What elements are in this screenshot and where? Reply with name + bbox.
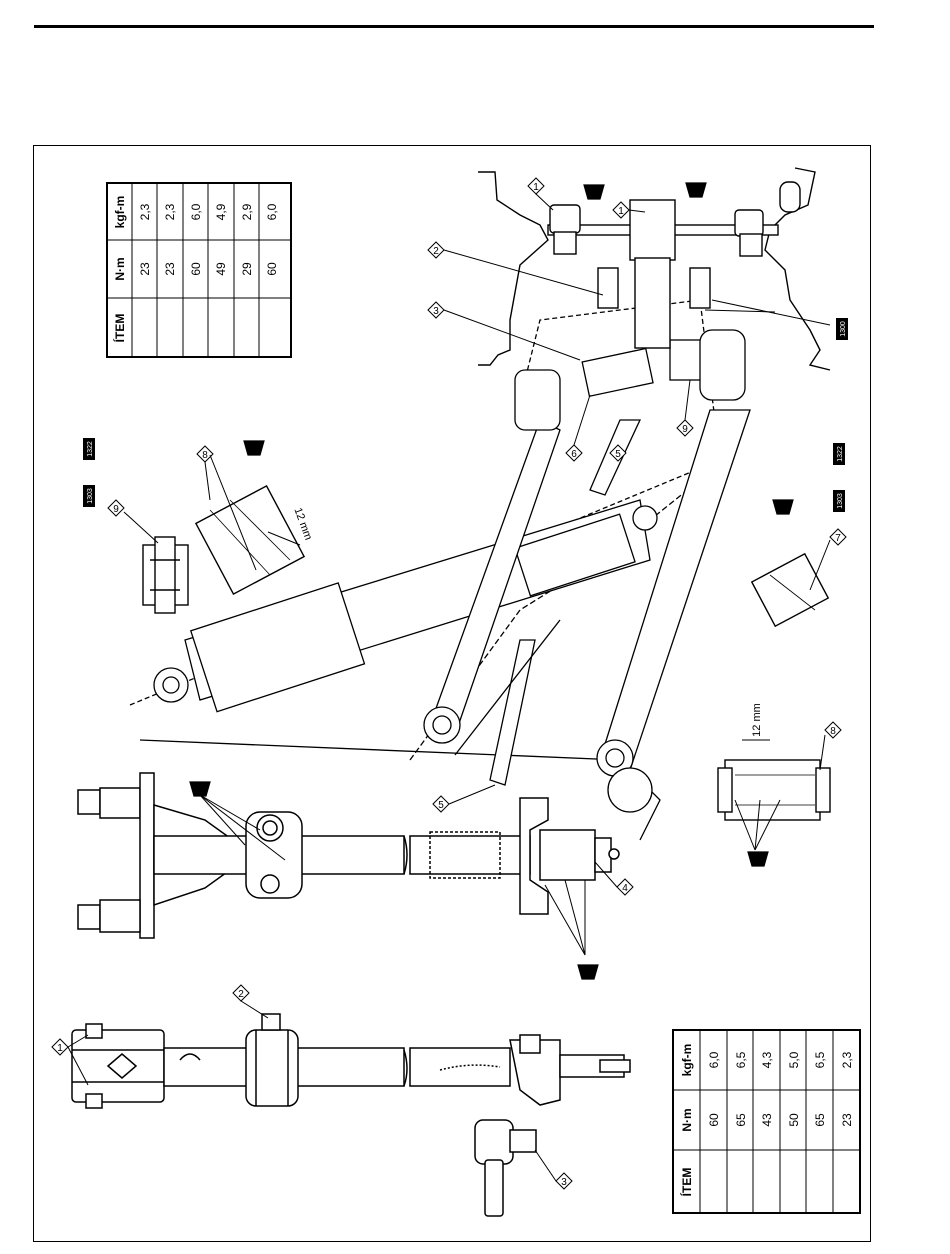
- table-top-header-nm: N·m: [113, 257, 127, 280]
- grease-code: 1303: [837, 493, 844, 509]
- svg-text:8: 8: [202, 450, 208, 461]
- callout-2: 2: [233, 985, 268, 1018]
- table-top-cell: 2,3: [138, 203, 152, 220]
- table-top-header-item: ÍTEM: [112, 314, 127, 343]
- grease-symbol-g5: 1300: [836, 318, 848, 340]
- callout-8-left: 8: [197, 446, 213, 500]
- grease-symbol-g4: 1303: [833, 490, 845, 512]
- table-bottom-cell: 23: [840, 1113, 854, 1127]
- table-top-cell: 23: [163, 262, 177, 276]
- table-top-cell: 29: [240, 262, 254, 276]
- svg-text:3: 3: [561, 1177, 567, 1188]
- grease-code: 1300: [840, 321, 847, 337]
- svg-text:2: 2: [433, 246, 439, 257]
- callout-8-right: 8: [820, 722, 841, 770]
- callout-3-top: 3: [428, 302, 580, 360]
- callout-5-mid: 5: [433, 785, 495, 812]
- grease-symbol-g1: 1322: [83, 438, 95, 460]
- table-top-cell: 60: [265, 262, 279, 276]
- table-bottom-cell: 4,3: [760, 1051, 774, 1068]
- grease-code: 1322: [837, 446, 844, 462]
- table-top-cell: 2,9: [240, 203, 254, 220]
- rear-axle-assembly: [78, 773, 619, 938]
- svg-text:4: 4: [622, 883, 628, 894]
- table-bottom-cell: 60: [707, 1113, 721, 1127]
- svg-text:1: 1: [57, 1043, 63, 1054]
- callout-3: 3: [535, 1150, 572, 1189]
- bearing-detail-right: [718, 554, 830, 820]
- table-bottom-cell: 65: [734, 1113, 748, 1127]
- svg-text:8: 8: [830, 726, 836, 737]
- svg-text:3: 3: [433, 306, 439, 317]
- svg-text:9: 9: [682, 424, 688, 435]
- dimension-12mm-right: 12 mm: [751, 703, 763, 737]
- torque-table-top: ÍTEM N·m kgf-m 23 2,3 23 2,3 60 6,0 49 4…: [107, 183, 291, 357]
- svg-text:5: 5: [438, 800, 444, 811]
- svg-text:5: 5: [615, 449, 621, 460]
- bearing-detail-left: [143, 486, 304, 613]
- table-top-cell: 60: [189, 262, 203, 276]
- table-bottom-cell: 50: [787, 1113, 801, 1127]
- table-top-cell: 4,9: [214, 203, 228, 220]
- handlebar-drawing: [478, 168, 830, 370]
- callout-1-top: 1: [528, 178, 553, 210]
- table-bottom-header-kgfm: kgf-m: [680, 1044, 694, 1077]
- svg-text:2: 2: [238, 989, 244, 1000]
- grease-symbol-g2: 1303: [83, 485, 95, 507]
- torque-table-bottom: ÍTEM N·m kgf-m 60 6,0 65 6,5 43 4,3 50 5…: [673, 1030, 860, 1213]
- table-bottom-cell: 5,0: [787, 1051, 801, 1068]
- svg-text:7: 7: [835, 533, 841, 544]
- table-bottom-cell: 6,5: [734, 1051, 748, 1068]
- callout-9-top: 9: [677, 380, 693, 436]
- table-bottom-cell: 6,5: [813, 1051, 827, 1068]
- svg-text:1: 1: [618, 206, 624, 217]
- steering-column-drawing: [72, 1014, 630, 1216]
- table-bottom-cell: 43: [760, 1113, 774, 1127]
- svg-text:1: 1: [533, 182, 539, 193]
- table-top-cell: 6,0: [189, 203, 203, 220]
- svg-text:6: 6: [571, 449, 577, 460]
- table-top-cell: 6,0: [265, 203, 279, 220]
- table-top-cell: 23: [138, 262, 152, 276]
- grease-symbol-g3: 1322: [833, 443, 845, 465]
- grease-code: 1322: [87, 441, 94, 457]
- dimension-12mm-left: 12 mm: [291, 506, 314, 542]
- table-top-cell: 2,3: [163, 203, 177, 220]
- callout-9-left: 9: [108, 500, 158, 543]
- svg-text:9: 9: [113, 504, 119, 515]
- table-top-cell: 49: [214, 262, 228, 276]
- table-bottom-cell: 6,0: [707, 1051, 721, 1068]
- table-bottom-cell: 2,3: [840, 1051, 854, 1068]
- table-bottom-cell: 65: [813, 1113, 827, 1127]
- table-bottom-header-item: ÍTEM: [679, 1168, 694, 1197]
- grease-code: 1303: [87, 488, 94, 504]
- table-bottom-header-nm: N·m: [680, 1108, 694, 1131]
- dimension-right: 12 mm: [742, 703, 770, 740]
- callout-6-top: 6: [566, 395, 590, 461]
- table-top-header-kgfm: kgf-m: [113, 196, 127, 229]
